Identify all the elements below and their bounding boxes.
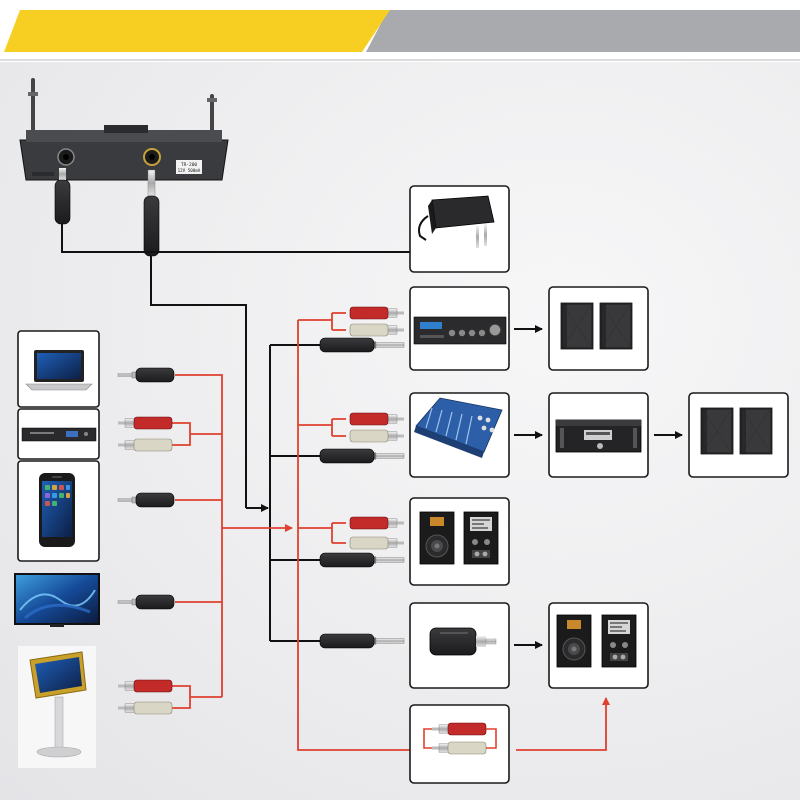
source-laptop	[17, 330, 100, 408]
red-cables	[172, 312, 610, 751]
amp-jack-plug	[319, 337, 405, 353]
dest-passive-speakers-2	[688, 392, 789, 478]
mixer-rca-red-plug	[349, 412, 405, 426]
kiosk-rca-red-plug	[117, 679, 173, 693]
banner-accent	[4, 10, 390, 52]
monitor-rca-white-plug	[349, 536, 405, 550]
kiosk-rca-white-plug	[117, 701, 173, 715]
source-dvd-player	[17, 408, 100, 460]
rca-output-branches	[298, 319, 318, 529]
rca-output-stubs	[318, 319, 332, 529]
dest-active-speakers-1	[409, 497, 510, 586]
dest-active-speakers-2	[548, 602, 649, 689]
receiver-label-model: TR-200	[181, 162, 198, 168]
laptop-3-5mm-plug	[117, 367, 175, 383]
dest-passive-speakers-1	[548, 286, 649, 371]
source-branches	[175, 499, 222, 603]
kiosk-rca-join	[172, 685, 222, 709]
receiver-output-plug	[143, 169, 160, 257]
power-amplifier-icon	[555, 419, 642, 453]
dvd-rca-white-plug	[117, 438, 173, 452]
amp-rca-white-plug	[349, 323, 405, 337]
power-cable	[61, 224, 410, 253]
amp-rca-red-plug	[349, 306, 405, 320]
laptop-icon	[25, 350, 93, 391]
tv-icon	[14, 573, 100, 627]
output-branches	[270, 344, 322, 642]
tv-3-5mm-plug	[117, 594, 175, 610]
amp-rca-join	[331, 312, 346, 331]
receiver-label-power: 12V 500mA	[178, 168, 201, 173]
rca-output-bus	[297, 320, 410, 751]
source-bus	[175, 374, 223, 697]
mixer-jack-plug	[319, 448, 405, 464]
mixer-rca-join	[331, 418, 346, 437]
dvd-rca-red-plug	[117, 416, 173, 430]
dvd-player-icon	[21, 427, 97, 442]
black-cables	[61, 224, 410, 642]
dvd-rca-join	[172, 422, 222, 446]
adapter-jack-plug	[319, 633, 405, 649]
karaoke-kiosk-icon	[18, 646, 96, 768]
header-banner	[0, 0, 800, 62]
power-adapter-icon	[418, 195, 495, 248]
dest-power-amplifier	[548, 392, 649, 478]
rca-cable-icon	[423, 722, 497, 755]
monitor-jack-plug	[319, 552, 405, 568]
mixer-rca-white-plug	[349, 429, 405, 443]
monitor-rca-join	[331, 522, 346, 544]
dest-power-adapter	[409, 185, 510, 273]
mixer-icon	[414, 397, 503, 458]
wireless-receiver-icon: TR-200 12V 500mA	[19, 78, 229, 181]
monitor-rca-red-plug	[349, 516, 405, 530]
phone-3-5mm-plug	[117, 492, 175, 508]
source-smartphone	[17, 460, 100, 562]
jack-adapter-icon	[429, 627, 497, 656]
rca-to-monitor-arrow	[516, 697, 610, 751]
receiver-to-hub-cable	[150, 256, 247, 508]
dest-amplifier	[409, 286, 510, 371]
dest-jack-adapter	[409, 602, 510, 689]
dest-mixer	[409, 392, 510, 478]
dest-rca-cable	[409, 704, 510, 784]
smartphone-icon	[39, 473, 75, 547]
amplifier-icon	[413, 316, 507, 345]
banner-bar	[366, 10, 800, 52]
